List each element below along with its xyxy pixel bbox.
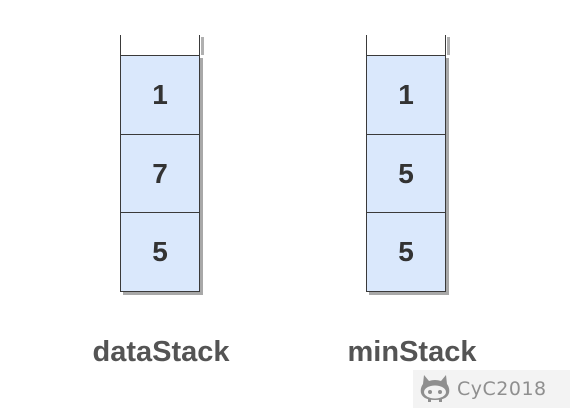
stack-cell: 5 [366,133,446,214]
watermark-text: CyC2018 [457,378,547,400]
watermark: CyC2018 [413,370,570,408]
stack-cell: 1 [120,55,200,135]
stack-opening [120,35,204,55]
stack-cell: 1 [366,55,446,135]
data-stack-label: dataStack [92,336,230,368]
github-octocat-icon [419,372,451,407]
stack-cell: 5 [366,212,446,292]
min-stack-label: minStack [347,336,477,368]
stack-opening [366,35,450,55]
stack-cell: 5 [120,212,200,292]
stack-cell: 7 [120,133,200,214]
